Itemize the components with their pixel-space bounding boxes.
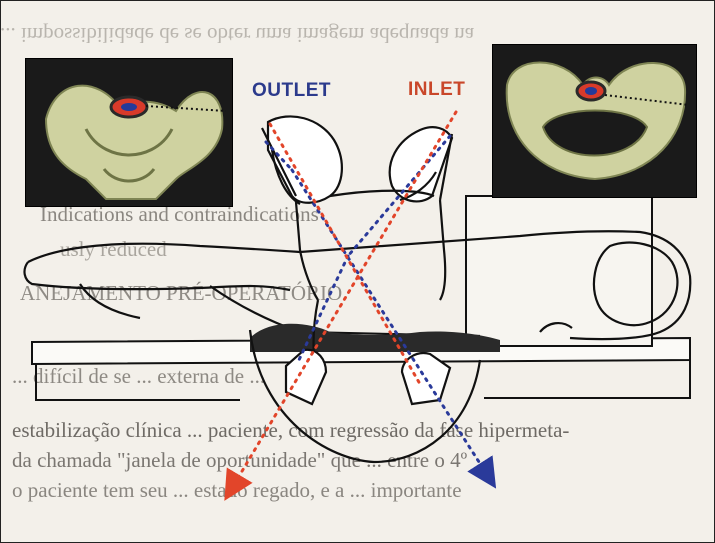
- operating-table: [32, 196, 690, 400]
- pelvis-shading: [250, 324, 500, 352]
- inlet-label: INLET: [408, 79, 465, 101]
- pelvis-outlet-photo: [25, 58, 233, 207]
- pelvis-inlet-photo: [492, 44, 697, 198]
- outlet-label: OUTLET: [252, 80, 331, 102]
- inlet-beam: [232, 112, 456, 488]
